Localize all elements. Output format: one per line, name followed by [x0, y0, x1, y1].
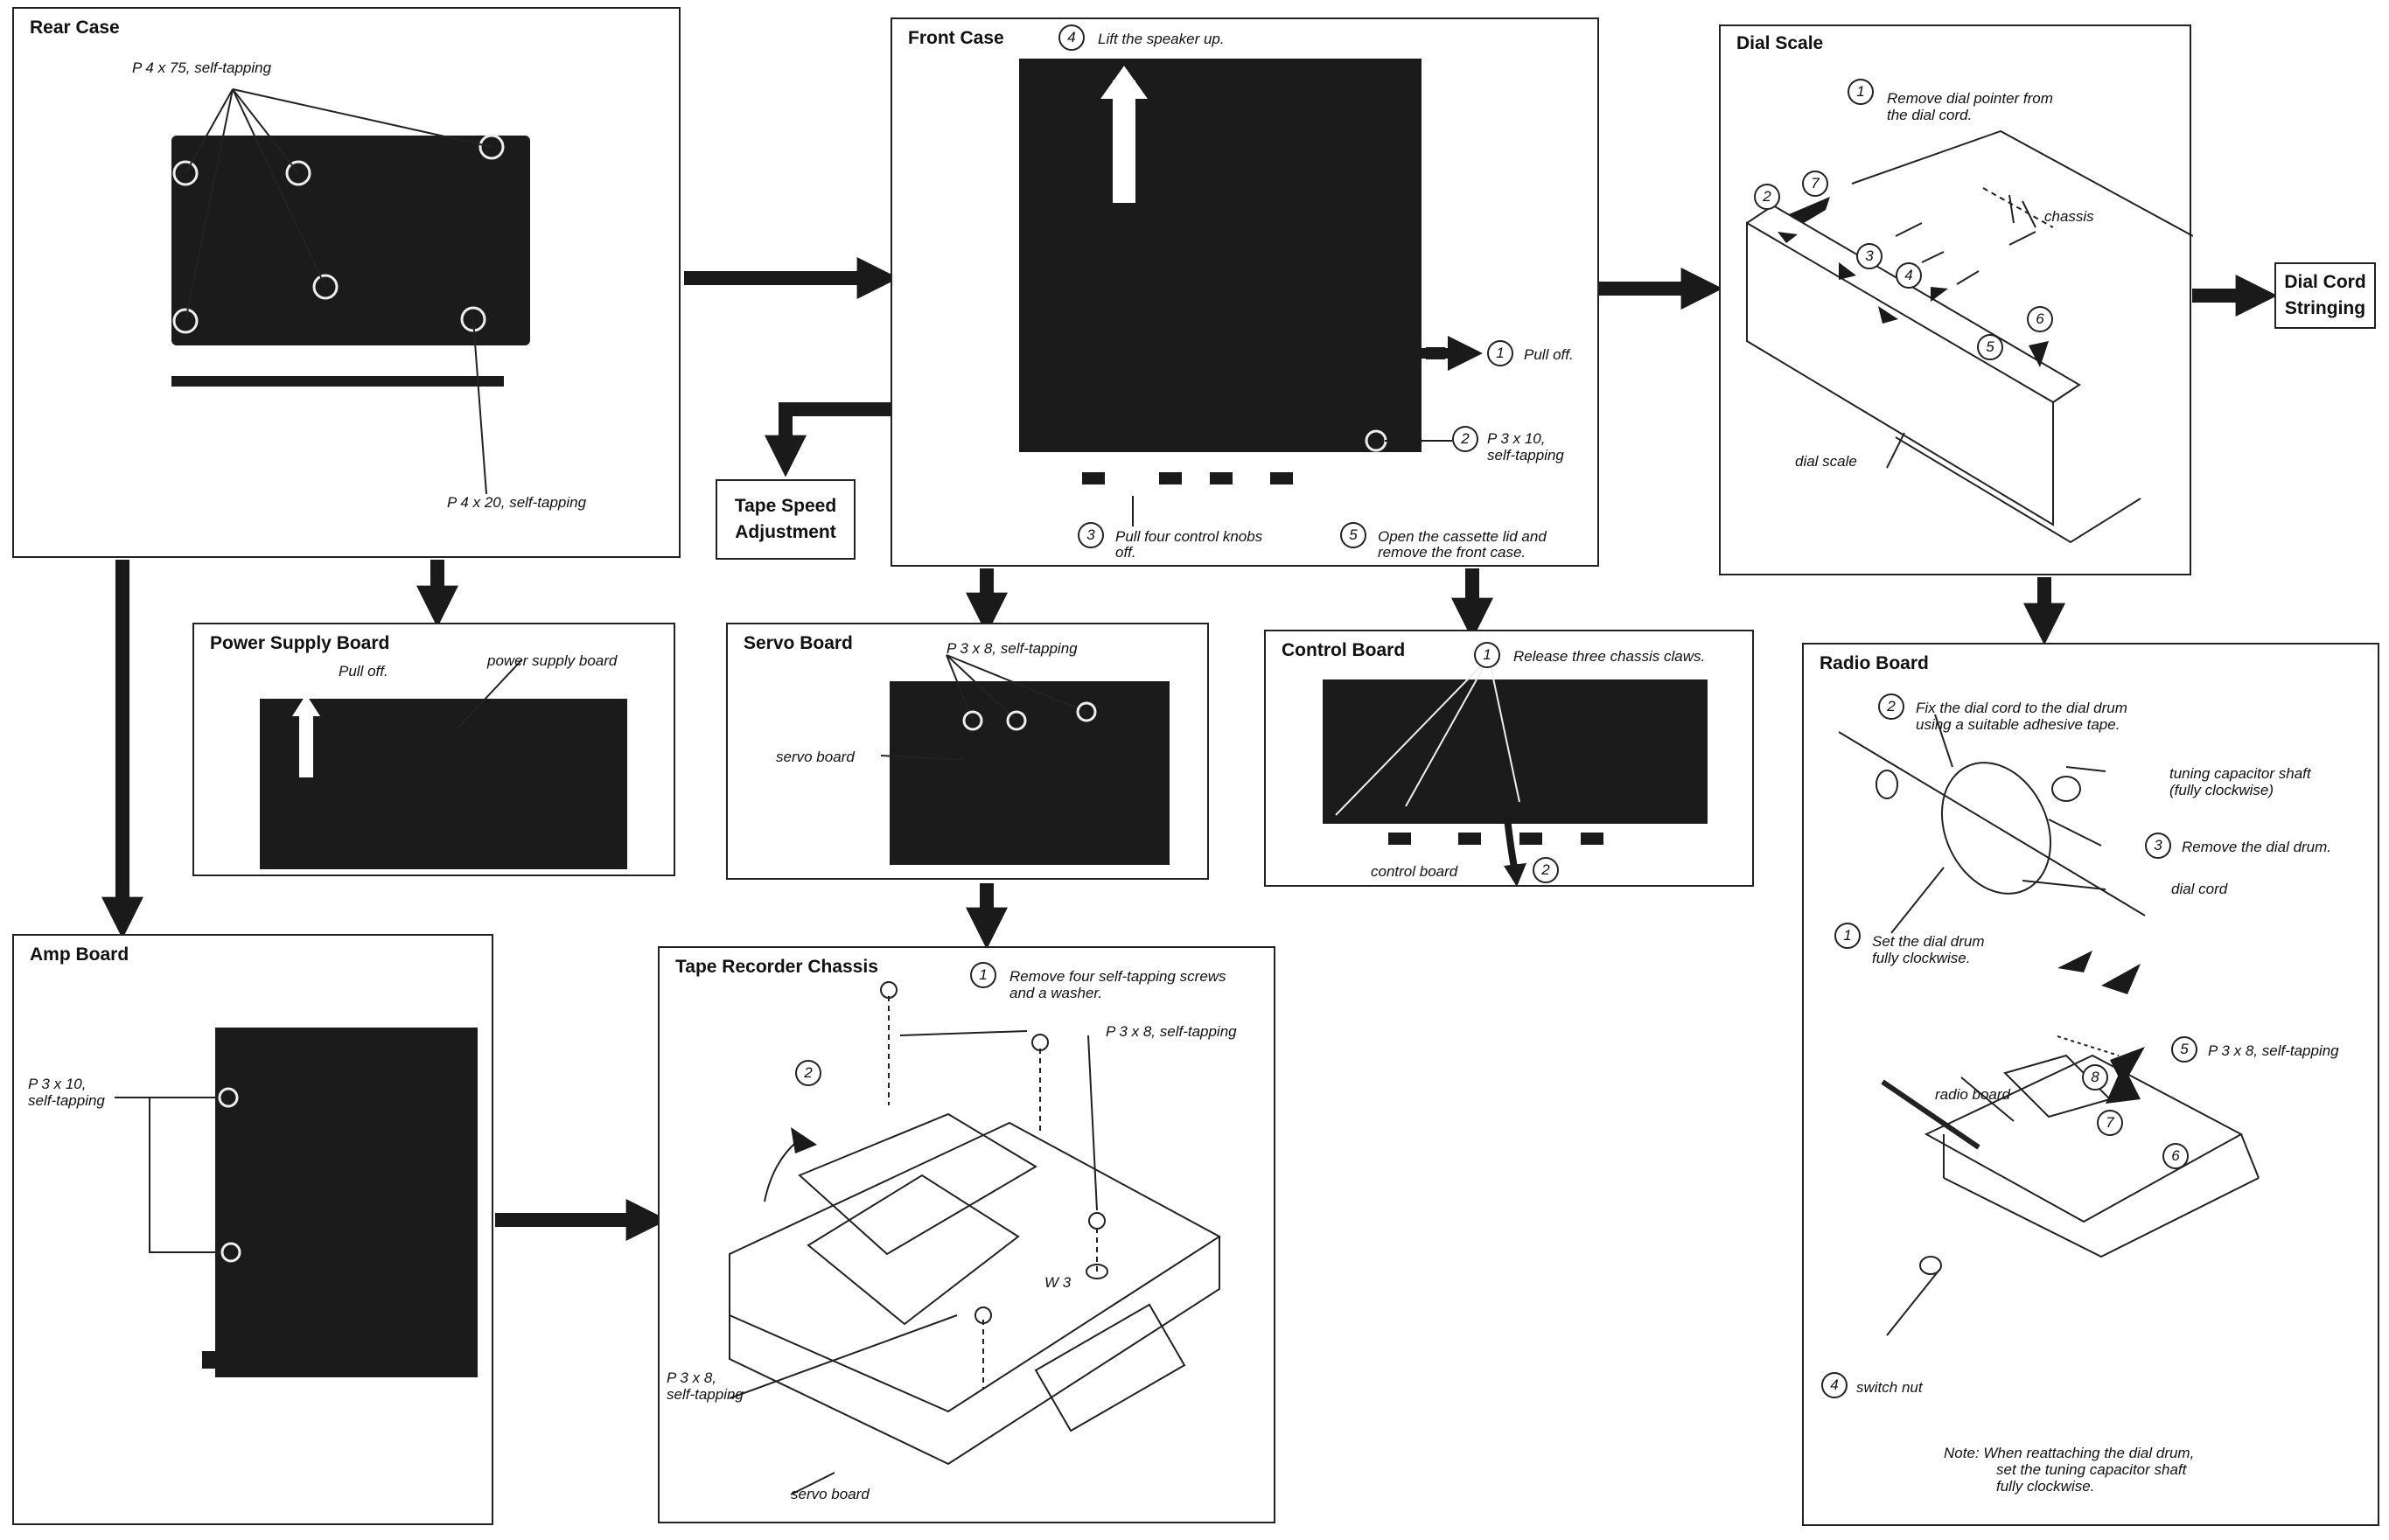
tape-screw-top-label: P 3 x 8, self-tapping	[1106, 1023, 1237, 1040]
rear-case-callouts	[14, 9, 682, 560]
tuning-shaft-label-a: tuning capacitor shaft	[2169, 765, 2311, 782]
dial-cord-stringing-box[interactable]: Dial Cord Stringing	[2274, 262, 2376, 329]
servo-board-label: servo board	[776, 749, 855, 765]
switch-nut-label: switch nut	[1856, 1379, 1923, 1396]
step-number: 5	[1340, 522, 1366, 548]
amp-board-overlay	[14, 936, 495, 1527]
step-number: 6	[2162, 1143, 2189, 1169]
tape-speed-adjustment-box[interactable]: Tape Speed Adjustment	[716, 479, 856, 560]
rear-case-screw-bottom: P 4 x 20, self-tapping	[447, 494, 586, 511]
panel-amp-board: Amp Board P 3 x 10, self-tapping	[12, 934, 493, 1525]
radio-step1-label-a: Set the dial drum	[1872, 933, 1985, 950]
step-number: 3	[1856, 243, 1883, 269]
chassis-label: chassis	[2044, 208, 2094, 225]
step-number: 4	[1821, 1372, 1848, 1398]
tape-step1-label-a: Remove four self-tapping screws	[1009, 968, 1226, 985]
tape-screw-bottom-label-a: P 3 x 8,	[667, 1369, 716, 1386]
servo-screw-label: P 3 x 8, self-tapping	[947, 640, 1078, 657]
step-number: 5	[1977, 334, 2003, 360]
step-number: 1	[1834, 923, 1861, 949]
dial-cord-line2: Stringing	[2284, 296, 2365, 322]
step-number: 1	[1487, 340, 1513, 366]
step-number: 2	[1754, 184, 1780, 210]
tape-servo-board-label: servo board	[791, 1486, 870, 1502]
step-number: 2	[1452, 426, 1478, 452]
panel-tape-recorder-chassis: Tape Recorder Chassis 1 Remove four self…	[658, 946, 1275, 1523]
step-number: 7	[1802, 171, 1828, 197]
dial-scale-label: dial scale	[1795, 453, 1857, 470]
arrow-front-to-tapespeed	[786, 409, 891, 455]
power-supply-board-label: power supply board	[487, 652, 617, 669]
amp-screw-label-a: P 3 x 10,	[28, 1076, 86, 1092]
radio-step2-label-b: using a suitable adhesive tape.	[1916, 716, 2120, 733]
front-step4-label: Lift the speaker up.	[1098, 31, 1225, 47]
radio-note-c: fully clockwise.	[1996, 1478, 2094, 1495]
panel-power-supply-board: Power Supply Board Pull off. power suppl…	[192, 623, 675, 876]
front-step2-label-b: self-tapping	[1487, 447, 1564, 463]
step-number: 7	[2097, 1110, 2123, 1136]
dial-step1-label-a: Remove dial pointer from	[1887, 90, 2053, 107]
dial-cord-line1: Dial Cord	[2284, 269, 2365, 296]
front-step3-label-a: Pull four control knobs	[1115, 528, 1262, 545]
radio-step3-label: Remove the dial drum.	[2182, 839, 2331, 855]
step-number: 4	[1058, 24, 1085, 51]
tape-speed-line2: Adjustment	[735, 519, 836, 546]
panel-radio-board: Radio Board 2 Fix the dial cord to	[1802, 643, 2379, 1526]
dial-step1-label-b: the dial cord.	[1887, 107, 1972, 123]
dial-cord-label: dial cord	[2171, 881, 2227, 897]
panel-rear-case: Rear Case P 4 x 75, self-tapping P 4 x 2…	[12, 7, 681, 558]
control-board-label: control board	[1371, 863, 1457, 880]
radio-board-label: radio board	[1935, 1086, 2010, 1103]
amp-screw-label-b: self-tapping	[28, 1092, 105, 1109]
pull-off-label: Pull off.	[339, 663, 388, 679]
tuning-shaft-label-b: (fully clockwise)	[2169, 782, 2274, 798]
step-number: 3	[2145, 833, 2171, 859]
step-number: 8	[2082, 1064, 2108, 1091]
panel-dial-scale: Dial Scale 1 Remove dial pointer from th…	[1719, 24, 2191, 575]
step-number: 1	[1474, 642, 1500, 668]
tape-step1-label-b: and a washer.	[1009, 985, 1102, 1001]
control-step1-label: Release three chassis claws.	[1513, 648, 1705, 665]
panel-servo-board: Servo Board P 3 x 8, self-tapping servo …	[726, 623, 1209, 880]
step-number: 1	[1848, 79, 1874, 105]
tape-screw-bottom-label-b: self-tapping	[667, 1386, 744, 1403]
step-number: 3	[1078, 522, 1104, 548]
step-number: 2	[795, 1060, 821, 1086]
step-number: 5	[2171, 1036, 2197, 1063]
washer-label: W 3	[1044, 1274, 1071, 1291]
radio-step2-label-a: Fix the dial cord to the dial drum	[1916, 700, 2127, 716]
front-step5-label-a: Open the cassette lid and	[1378, 528, 1547, 545]
step-number: 6	[2027, 306, 2053, 332]
control-board-overlay	[1266, 631, 1756, 888]
front-step3-label-b: off.	[1115, 544, 1136, 561]
radio-step5-label: P 3 x 8, self-tapping	[2208, 1042, 2339, 1059]
step-number: 2	[1878, 693, 1904, 720]
radio-note-a: Note: When reattaching the dial drum,	[1944, 1445, 2194, 1461]
front-step1-label: Pull off.	[1524, 346, 1574, 363]
front-case-overlay	[892, 19, 1601, 568]
rear-case-screw-top: P 4 x 75, self-tapping	[132, 59, 271, 76]
panel-control-board: Control Board 1 Release three chassis cl…	[1264, 630, 1754, 887]
tape-speed-line1: Tape Speed	[735, 493, 836, 519]
radio-note-b: set the tuning capacitor shaft	[1996, 1461, 2186, 1478]
panel-front-case: Front Case 4 Lift the speaker up. 1 Pull…	[891, 17, 1599, 567]
radio-step1-label-b: fully clockwise.	[1872, 950, 1970, 966]
step-number: 1	[970, 962, 996, 988]
front-step2-label-a: P 3 x 10,	[1487, 430, 1545, 447]
step-number: 4	[1896, 262, 1922, 289]
front-step5-label-b: remove the front case.	[1378, 544, 1526, 561]
step-number: 2	[1533, 857, 1559, 883]
